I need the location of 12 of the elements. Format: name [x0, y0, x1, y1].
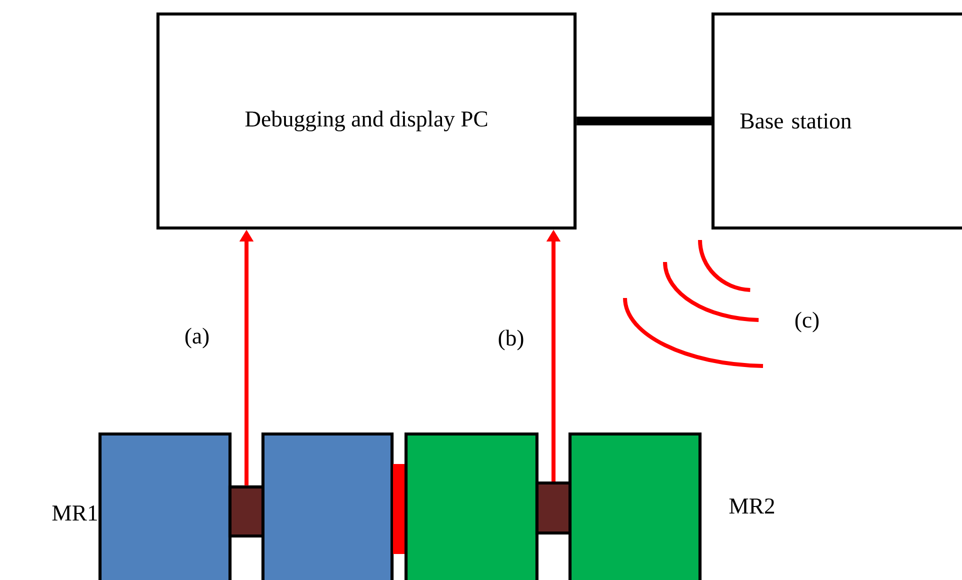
- edge-label: (a): [183, 326, 211, 350]
- edge-label: (b): [496, 328, 526, 352]
- module-label: MR2: [729, 498, 774, 514]
- robot-module: [261, 432, 394, 580]
- connector-line: [576, 116, 712, 126]
- robot-module: [404, 432, 538, 580]
- module-label: MR1: [52, 506, 97, 520]
- robot-module: [568, 432, 702, 580]
- base-station-box: Base station: [711, 12, 962, 230]
- computer-box: Debugging and display PC: [156, 12, 577, 230]
- signal-label: (c): [795, 312, 819, 332]
- robot-module: [98, 432, 232, 580]
